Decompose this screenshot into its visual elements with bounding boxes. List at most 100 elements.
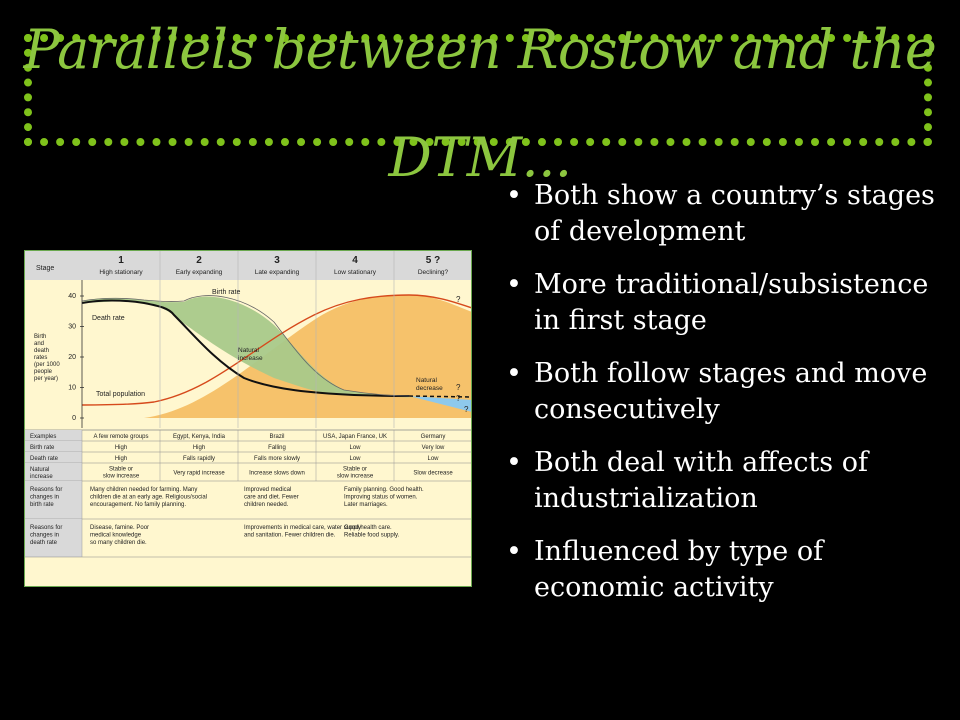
bullet-list: Both show a country’s stages of developm… bbox=[500, 178, 950, 623]
reason-text: Disease, famine. Poor bbox=[90, 525, 149, 531]
question-mark: ? bbox=[464, 405, 469, 414]
y-tick-label: 0 bbox=[72, 415, 76, 422]
row-label-bg bbox=[24, 463, 82, 481]
stage-number: 1 bbox=[118, 255, 124, 266]
reason-label: Reasons for bbox=[30, 487, 62, 493]
natural-increase-label: Natural bbox=[238, 347, 260, 354]
y-axis-label: Birth bbox=[34, 334, 46, 340]
row-cell: Germany bbox=[421, 434, 446, 440]
reason-label: birth rate bbox=[30, 502, 54, 508]
row-cell: Stable or bbox=[343, 467, 367, 473]
reason-text: so many children die. bbox=[90, 540, 147, 546]
header-label: Stage bbox=[36, 265, 54, 272]
y-axis-label: people bbox=[34, 369, 53, 375]
question-mark: ? bbox=[456, 383, 461, 392]
stage-number: 4 bbox=[352, 255, 358, 266]
reason-text: Many children needed for farming. Many bbox=[90, 487, 197, 493]
y-axis-label: and bbox=[34, 341, 44, 347]
title-frame bbox=[24, 34, 932, 146]
row-cell: Low bbox=[427, 456, 439, 462]
row-label-bg bbox=[24, 441, 82, 452]
reason-label-bg bbox=[24, 519, 82, 557]
stage-number: 3 bbox=[274, 255, 280, 266]
row-cell: slow increase bbox=[103, 474, 140, 480]
row-cell: slow increase bbox=[337, 474, 374, 480]
y-axis-label: death bbox=[34, 348, 49, 354]
reason-text: Improving status of women. bbox=[344, 495, 418, 501]
stage-name: Low stationary bbox=[334, 269, 377, 276]
row-cell: Falling bbox=[268, 445, 286, 451]
stage-name: Early expanding bbox=[176, 269, 223, 276]
reason-text: Improvements in medical care, water supp… bbox=[244, 525, 361, 531]
reason-text: encouragement. No family planning. bbox=[90, 502, 186, 508]
reason-label-bg bbox=[24, 481, 82, 519]
y-axis-label: rates bbox=[34, 355, 47, 361]
reason-text: medical knowledge bbox=[90, 533, 142, 539]
natural-increase-label: increase bbox=[238, 355, 263, 362]
bullet-item: Both follow stages and move consecutivel… bbox=[500, 356, 950, 428]
reason-text: children die at an early age. Religious/… bbox=[90, 495, 207, 501]
natural-decrease-label: Natural bbox=[416, 377, 438, 384]
row-cell: High bbox=[115, 445, 127, 451]
row-cell: Falls more slowly bbox=[254, 456, 300, 462]
natural-decrease-area bbox=[409, 396, 472, 412]
bullet-item: More traditional/subsistence in first st… bbox=[500, 267, 950, 339]
row-cell: High bbox=[115, 456, 127, 462]
stage-number: 5 ? bbox=[426, 255, 440, 266]
row-cell: Low bbox=[349, 445, 361, 451]
y-tick-label: 40 bbox=[68, 293, 76, 300]
row-label: Natural bbox=[30, 467, 49, 473]
reason-label: changes in bbox=[30, 495, 59, 501]
row-cell: Brazil bbox=[269, 434, 284, 440]
natural-increase-area bbox=[82, 296, 472, 400]
row-label: Death rate bbox=[30, 456, 59, 462]
row-label-bg bbox=[24, 430, 82, 441]
reason-label: Reasons for bbox=[30, 525, 62, 531]
stage-name: Declining? bbox=[418, 269, 449, 276]
natural-decrease-label: decrease bbox=[416, 385, 443, 392]
y-axis-label: per year) bbox=[34, 376, 58, 382]
row-cell: Falls rapidly bbox=[183, 456, 215, 462]
row-cell: Low bbox=[349, 456, 361, 462]
reason-label: changes in bbox=[30, 533, 59, 539]
bullet-item: Influenced by type of economic activity bbox=[500, 534, 950, 606]
y-tick-label: 30 bbox=[68, 324, 76, 331]
birth-rate-line bbox=[81, 295, 410, 397]
reason-text: Good health care. bbox=[344, 525, 392, 531]
y-tick-label: 20 bbox=[68, 354, 76, 361]
death-rate-projection bbox=[408, 395, 472, 398]
row-label: increase bbox=[30, 474, 53, 480]
y-tick-label: 10 bbox=[68, 385, 76, 392]
reason-text: Family planning. Good health. bbox=[344, 487, 424, 493]
slide-title: Parallels between Rostow and the DTM... bbox=[23, 18, 937, 189]
stage-name: Late expanding bbox=[255, 269, 300, 276]
row-cell: Very rapid increase bbox=[173, 471, 225, 477]
row-cell: High bbox=[193, 445, 205, 451]
row-cell: USA, Japan France, UK bbox=[323, 434, 387, 440]
death-rate-label: Death rate bbox=[92, 315, 125, 322]
death-rate-line bbox=[81, 299, 410, 397]
stage-number: 2 bbox=[196, 255, 202, 266]
total-population-label: Total population bbox=[96, 391, 145, 398]
y-axis-label: (per 1000 bbox=[34, 362, 60, 368]
reason-text: children needed. bbox=[244, 502, 289, 508]
row-cell: Slow decrease bbox=[413, 471, 453, 477]
reason-text: Reliable food supply. bbox=[344, 533, 400, 539]
row-label: Birth rate bbox=[30, 445, 55, 451]
reason-label: death rate bbox=[30, 540, 58, 546]
birth-rate-label: Birth rate bbox=[212, 289, 241, 296]
row-cell: Very low bbox=[422, 445, 445, 451]
diagram-border bbox=[24, 250, 472, 587]
row-cell: Stable or bbox=[109, 467, 133, 473]
question-mark: ? bbox=[456, 394, 461, 403]
reason-text: care and diet. Fewer bbox=[244, 495, 299, 501]
header-row-bg bbox=[24, 250, 472, 280]
reason-text: Later marriages. bbox=[344, 502, 388, 508]
row-label: Examples bbox=[30, 434, 56, 440]
row-cell: Increase slows down bbox=[249, 471, 305, 477]
row-cell: Egypt, Kenya, India bbox=[173, 434, 226, 440]
row-label-bg bbox=[24, 452, 82, 463]
question-mark: ? bbox=[456, 295, 461, 304]
bullet-item: Both show a country’s stages of developm… bbox=[500, 178, 950, 250]
